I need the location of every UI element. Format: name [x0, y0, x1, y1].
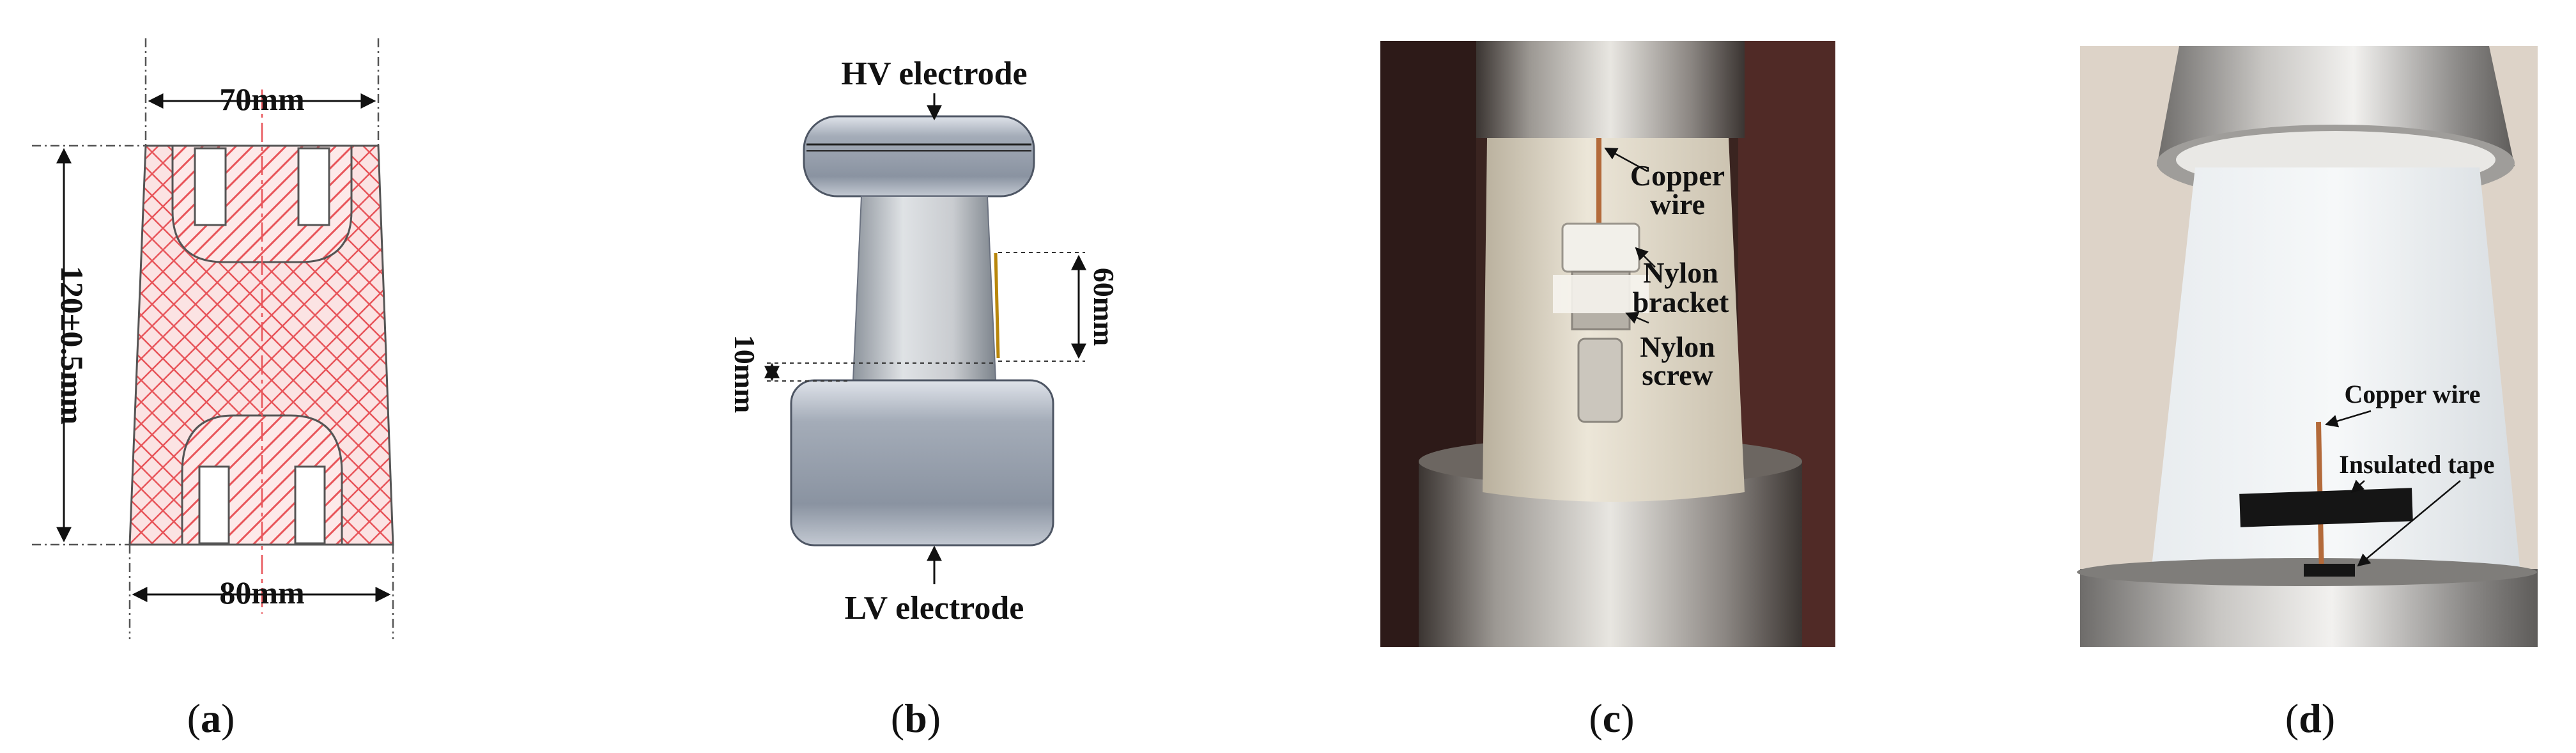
- copper-wire-pointer-d: [2325, 410, 2372, 428]
- insulated-tape-pointer-upper: [2350, 479, 2365, 493]
- nylon-bracket-pointer: [1635, 247, 1656, 268]
- upper-bolt-hole-right: [297, 147, 330, 226]
- copper-wire-label: Copper wire: [2345, 380, 2481, 408]
- photo-c-nylon-screw: [1577, 338, 1623, 423]
- lower-bolt-hole-left: [198, 465, 230, 545]
- nylon-screw-label-line1: Nylon: [1640, 330, 1715, 363]
- hv-electrode-label: HV electrode: [841, 56, 1027, 92]
- hv-electrode: [803, 115, 1035, 198]
- caption-c: (c): [1589, 695, 1634, 741]
- panel-d: Copper wire Insulated tape (d): [2077, 46, 2538, 741]
- copper-wire-label-line2: wire: [1650, 188, 1705, 221]
- panel-b: 60mm 10mm HV electrode LV electrode (b): [729, 56, 1120, 741]
- lower-bolt-hole-right: [294, 465, 326, 545]
- caption-d: (d): [2285, 695, 2335, 741]
- photo-d-insulated-tape-lower: [2304, 564, 2355, 577]
- dim-label-10mm: 10mm: [729, 335, 761, 414]
- nylon-bracket-label-line2: bracket: [1633, 286, 1729, 318]
- photo-d-insulator: [2150, 167, 2521, 578]
- insulated-tape-label: Insulated tape: [2339, 450, 2494, 479]
- copper-wire-pointer: [1604, 147, 1648, 173]
- panel-a: 70mm 80mm 120±0.5mm (a): [32, 38, 394, 741]
- insulator-body: [852, 196, 997, 381]
- lv-electrode: [790, 379, 1054, 547]
- dim-label-70mm: 70mm: [219, 81, 304, 117]
- dim-label-60mm: 60mm: [1088, 268, 1120, 346]
- dim-label-80mm: 80mm: [219, 575, 304, 610]
- photo-c-upper-electrode: [1476, 41, 1745, 138]
- caption-b: (b): [891, 695, 941, 741]
- nylon-screw-pointer: [1625, 311, 1649, 324]
- upper-bolt-hole-left: [194, 147, 227, 226]
- photo-d-insulated-tape-upper: [2239, 488, 2413, 527]
- photo-c-bracket-plate: [1553, 275, 1649, 313]
- copper-wire-label-line1: Copper: [1630, 159, 1725, 192]
- copper-wire: [994, 252, 1000, 359]
- dim-label-height: 120±0.5mm: [54, 266, 90, 424]
- nylon-bracket-label-line1: Nylon: [1643, 256, 1718, 289]
- panel-c: Copper wire Nylon bracket Nylon screw (c…: [1380, 41, 1835, 741]
- caption-a: (a): [187, 695, 235, 741]
- lv-electrode-label: LV electrode: [845, 590, 1024, 626]
- insulated-tape-pointer-lower: [2357, 480, 2461, 567]
- photo-c-nylon-bracket: [1561, 222, 1640, 273]
- nylon-screw-label-line2: screw: [1642, 359, 1713, 391]
